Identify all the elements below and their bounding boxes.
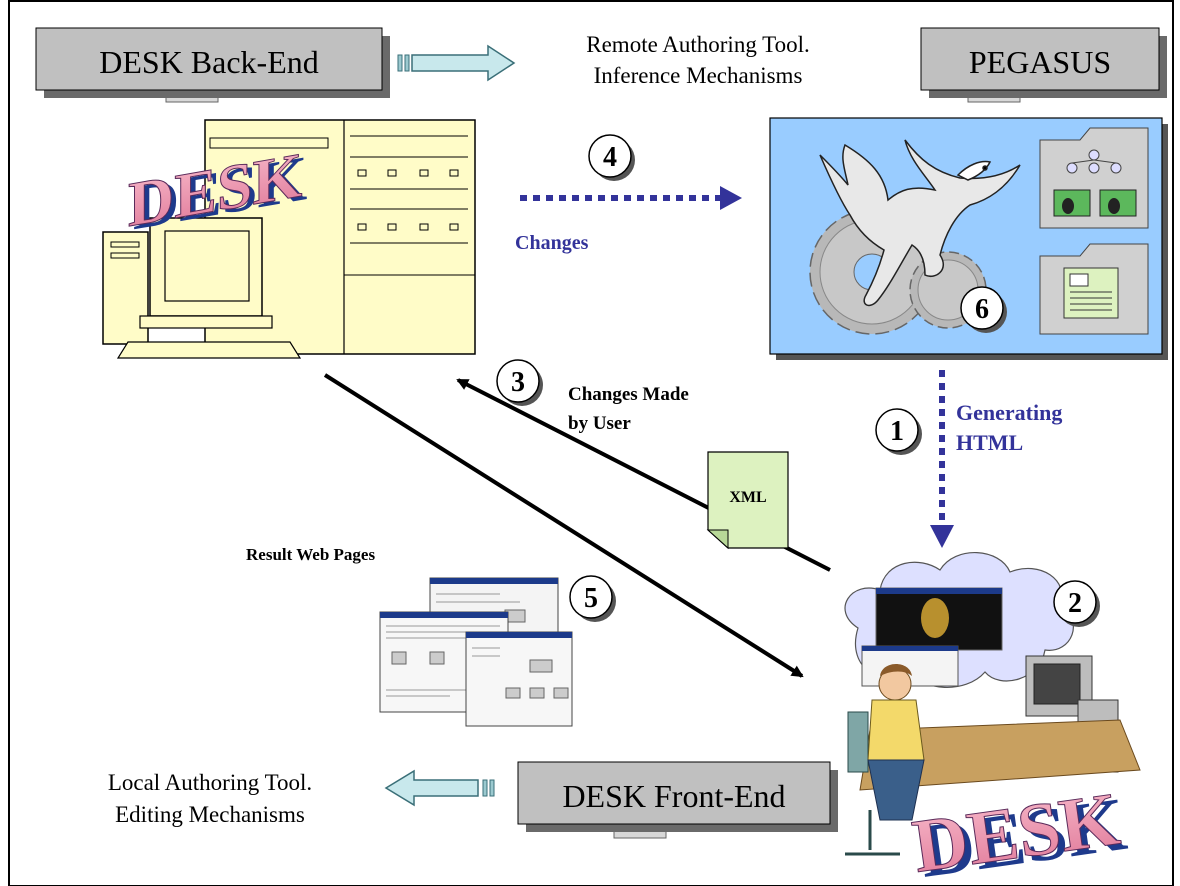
svg-text:2: 2 [1068, 588, 1082, 619]
outer-frame [8, 0, 1174, 886]
html-label: HTML [956, 430, 1023, 455]
step-5-badge: 5 [569, 575, 616, 622]
step-4-badge: 4 [588, 134, 635, 181]
desk-logo-bottom: DESK DESK [907, 776, 1131, 886]
document-folder-icon [1039, 243, 1149, 335]
svg-text:3: 3 [511, 367, 525, 398]
changes-made-label: Changes Made [568, 384, 689, 405]
svg-text:4: 4 [603, 142, 617, 173]
arrow-to-local-icon [384, 769, 495, 807]
xml-label: XML [729, 489, 766, 506]
generating-label: Generating [956, 400, 1062, 425]
pegasus-label: PEGASUS [969, 44, 1111, 80]
changes-label: Changes [515, 232, 589, 254]
desk-front-end-box: DESK Front-End [517, 761, 838, 839]
back-end-computer-illustration [102, 119, 476, 359]
by-user-label: by User [568, 413, 631, 434]
svg-text:6: 6 [975, 294, 989, 325]
tree-folder-icon [1039, 127, 1149, 229]
editing-mechanisms-text: Editing Mechanisms [115, 802, 305, 827]
local-authoring-text: Local Authoring Tool. [108, 770, 312, 795]
svg-text:5: 5 [584, 583, 598, 614]
pegasus-horse-icon [819, 139, 1021, 307]
generating-arrowhead-icon [930, 525, 954, 548]
arrow-to-remote-icon [397, 44, 516, 82]
step-2-badge: 2 [1053, 580, 1100, 627]
result-web-pages-label: Result Web Pages [246, 545, 375, 564]
step-3-badge: 3 [496, 359, 543, 406]
result-pages-arrow [323, 373, 804, 678]
step-1-badge: 1 [875, 408, 922, 455]
svg-text:1: 1 [890, 416, 904, 447]
changes-arrowhead-icon [720, 186, 742, 210]
desk-back-end-label: DESK Back-End [99, 44, 319, 80]
desk-front-end-label: DESK Front-End [562, 778, 785, 814]
remote-authoring-text: Remote Authoring Tool. [586, 32, 810, 57]
pegasus-box: PEGASUS [920, 27, 1167, 103]
step-6-badge: 6 [960, 286, 1007, 333]
pegasus-panel: 6 [769, 117, 1168, 360]
desk-back-end-box: DESK Back-End [35, 27, 390, 103]
front-end-user-illustration: 2 [844, 552, 1141, 856]
web-pages-thumbnails-icon [379, 577, 573, 727]
inference-mechanisms-text: Inference Mechanisms [594, 63, 803, 88]
xml-document-icon: XML [706, 451, 789, 550]
